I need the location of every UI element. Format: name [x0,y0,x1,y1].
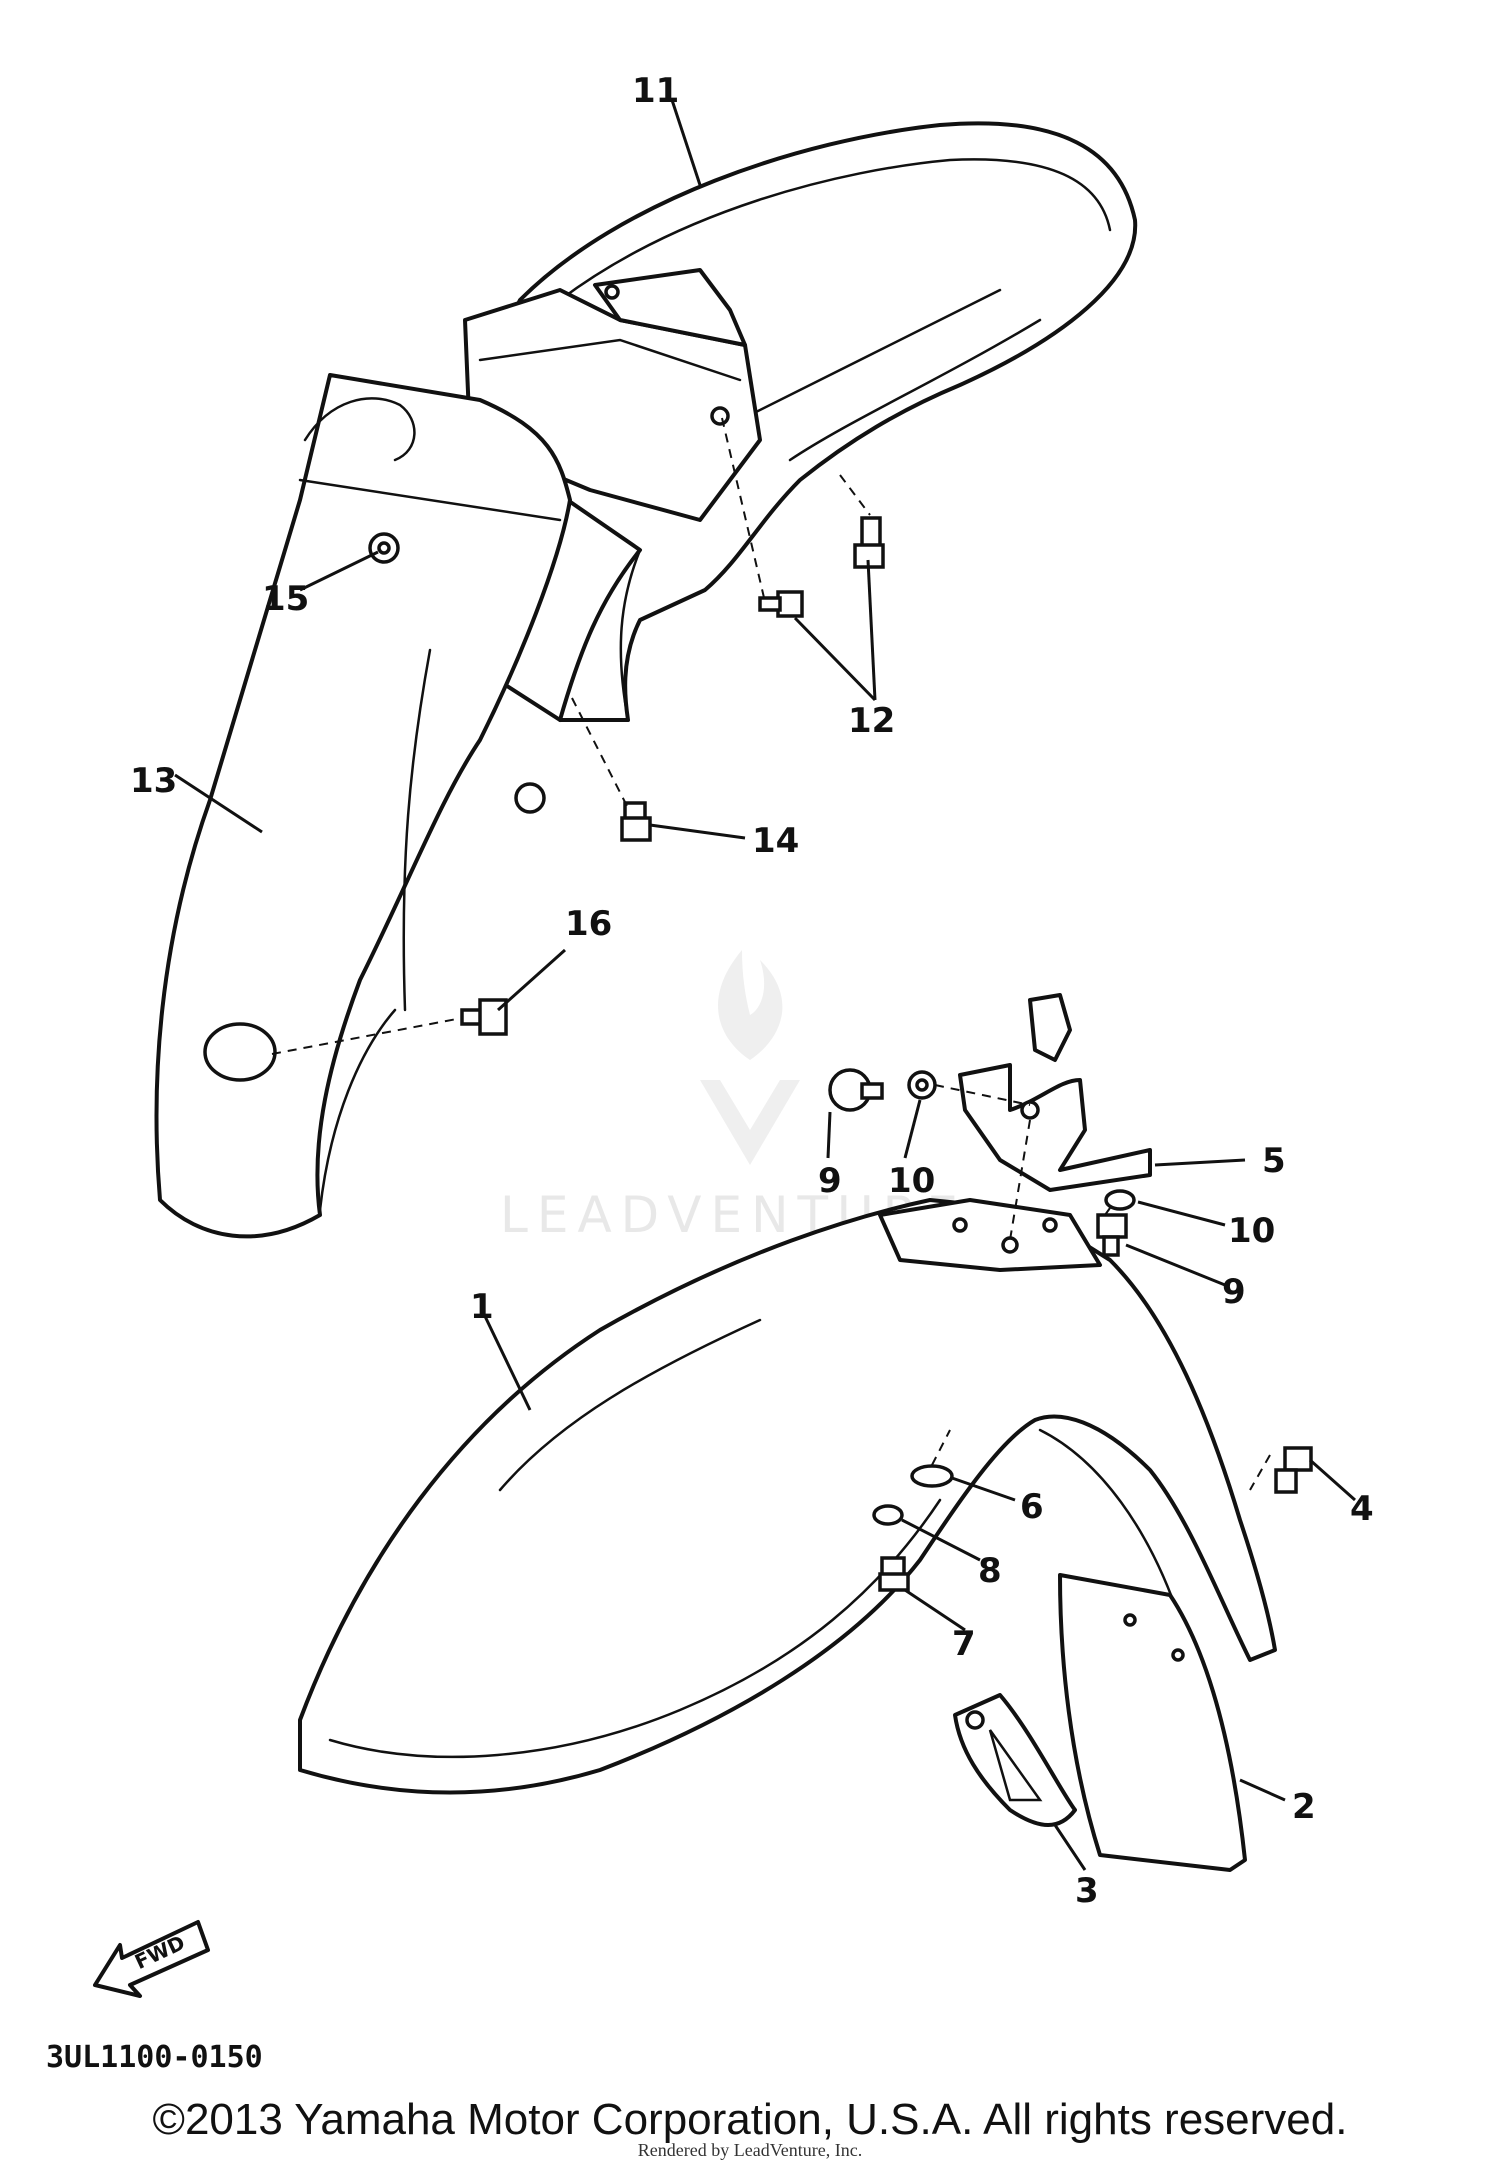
callout-9a: 9 [818,1161,842,1201]
callout-14: 14 [752,821,799,861]
part-6-nut [910,1464,954,1488]
callout-15: 15 [262,579,309,619]
part-8-washer [872,1504,904,1526]
callout-13: 13 [130,761,177,801]
callout-8: 8 [978,1551,1002,1591]
part-12b-bolt [758,590,804,618]
hardware [368,516,1313,1592]
part-12a-bolt [853,516,885,569]
callout-6: 6 [1020,1487,1044,1527]
part-10a-washer [907,1070,937,1100]
callout-4: 4 [1350,1489,1374,1529]
callout-2: 2 [1292,1787,1316,1827]
part-14-screw [620,801,652,842]
callout-10b: 10 [1228,1211,1275,1251]
assembly-lines [271,417,1271,1491]
callout-1: 1 [470,1287,494,1327]
part-9b-bolt [1096,1213,1128,1257]
part-7-screw [878,1556,910,1592]
callout-11: 11 [632,71,679,111]
part-5-cable-guide [958,993,1152,1192]
callout-12: 12 [848,701,895,741]
part-13-mudguard [154,373,572,1239]
callouts: 11 12 15 13 14 16 9 10 5 10 9 1 4 6 8 7 … [130,71,1374,1911]
callout-9b: 9 [1222,1272,1246,1312]
part-2-number-plate [1058,1573,1247,1872]
part-9a-bolt [828,1068,884,1112]
callout-3: 3 [1075,1871,1099,1911]
copyright-notice: ©2013 Yamaha Motor Corporation, U.S.A. A… [152,2095,1348,2144]
callout-16: 16 [565,904,612,944]
part-16-screw [460,998,508,1036]
callout-7: 7 [952,1624,976,1664]
leader-lines [174,99,1356,1871]
part-3-bracket [953,1693,1077,1827]
callout-5: 5 [1262,1141,1286,1181]
part-1-front-fender [298,1198,1277,1795]
part-code: 3UL1100-0150 [46,2040,263,2075]
part-10b-washer [1104,1189,1136,1211]
fwd-arrow: FWD [93,1920,210,1998]
rendered-by-notice: Rendered by LeadVenture, Inc. [637,2140,863,2160]
part-4-bolt [1274,1446,1313,1494]
callout-10a: 10 [888,1161,935,1201]
part-15-nut [368,532,400,564]
